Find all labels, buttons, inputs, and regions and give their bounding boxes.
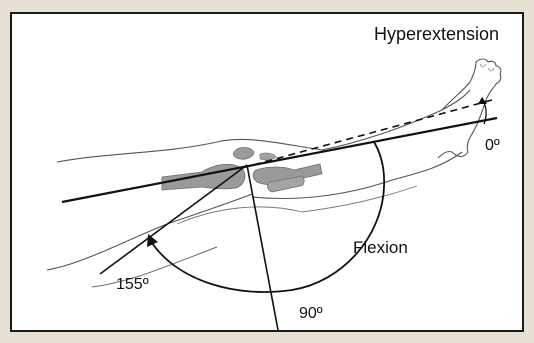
zero-degree-label: 0º bbox=[485, 137, 500, 154]
flexion-label: Flexion bbox=[353, 238, 408, 257]
tibial-tubercle bbox=[260, 153, 276, 160]
hyperextension-dashed-line bbox=[242, 100, 492, 168]
toe-detail bbox=[480, 64, 494, 71]
hyperextension-label: Hyperextension bbox=[374, 24, 499, 44]
155-degree-label: 155º bbox=[116, 276, 149, 293]
thigh-lower-contour bbox=[47, 194, 252, 270]
patella-bone bbox=[233, 148, 254, 160]
underside-contour bbox=[177, 207, 302, 224]
90-degree-label: 90º bbox=[299, 305, 323, 322]
shin-upper-contour bbox=[322, 90, 470, 150]
knee-range-of-motion-diagram: Hyperextension 0º Flexion 155º 90º bbox=[12, 14, 522, 330]
diagram-panel: Hyperextension 0º Flexion 155º 90º bbox=[10, 12, 524, 332]
